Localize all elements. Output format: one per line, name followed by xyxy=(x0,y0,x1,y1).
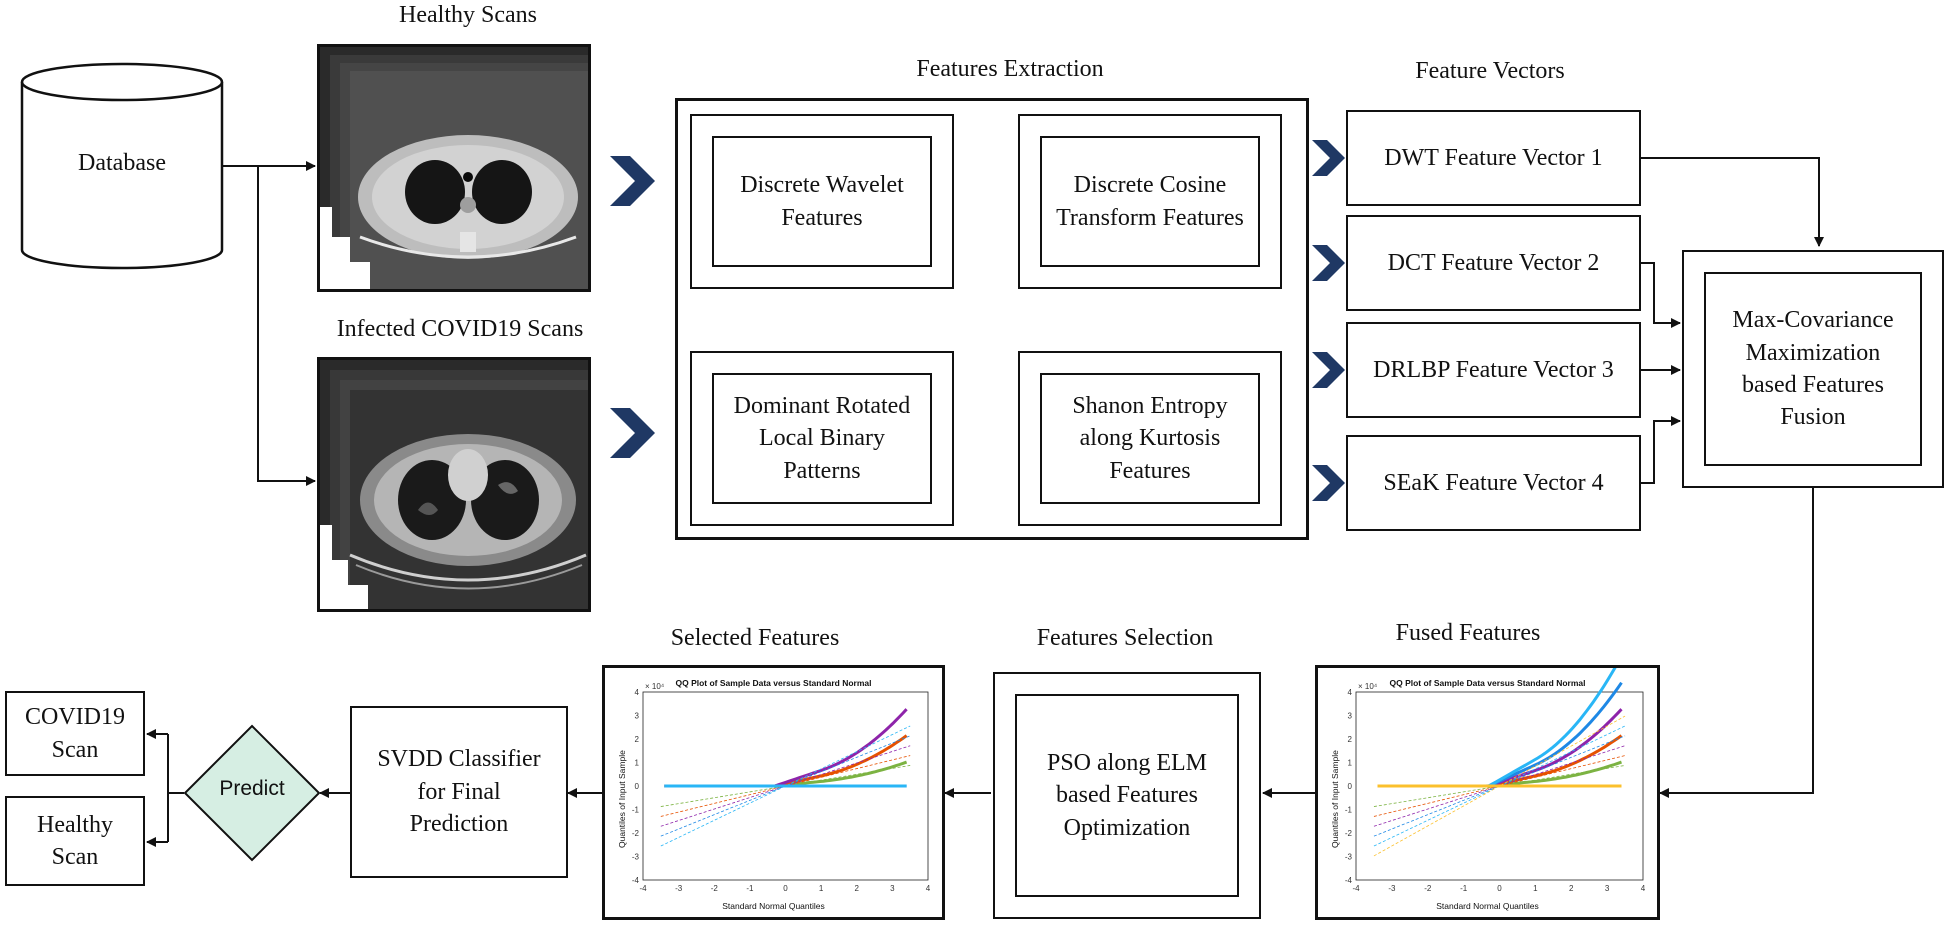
qq-plot-area: -4 -3 -2 -1 0 1 2 3 4 4 3 2 1 0 -1 -2 -3 -4 × 10⁴ xyxy=(632,682,931,893)
qq-x-tick: 1 xyxy=(819,884,824,893)
qq-reference-line xyxy=(660,725,911,847)
qq-x-tick: -3 xyxy=(675,884,683,893)
chevron-icon xyxy=(610,156,655,206)
qq-x-tick: -4 xyxy=(1352,884,1360,893)
chevron-icon xyxy=(1312,352,1345,388)
qq-y-tick: -3 xyxy=(1345,853,1353,862)
features-extraction-label: Features Extraction xyxy=(916,56,1104,82)
feature-vector-seak: SEaK Feature Vector 4 xyxy=(1346,435,1641,531)
features-selection-label: Features Selection xyxy=(1036,625,1214,651)
features-fusion-box: Max-Covariance Maximization based Featur… xyxy=(1682,250,1944,488)
predict-label: Predict xyxy=(219,777,285,800)
pso-elm-optimization-label: PSO along ELM based Features Optimizatio… xyxy=(1015,694,1239,897)
arrow-dwt-to-fusion xyxy=(1640,157,1824,247)
feature-vector-dct: DCT Feature Vector 2 xyxy=(1346,215,1641,311)
qq-x-tick: 0 xyxy=(1497,884,1502,893)
extraction-method-dwt: Discrete Wavelet Features xyxy=(690,114,954,289)
extraction-method-label: Shanon Entropy along Kurtosis Features xyxy=(1040,373,1260,504)
extraction-method-drlbp: Dominant Rotated Local Binary Patterns xyxy=(690,351,954,526)
chevron-icon xyxy=(1312,465,1345,501)
fused-features-label: Fused Features xyxy=(1395,620,1541,646)
svdd-classifier-box: SVDD Classifier for Final Prediction xyxy=(350,706,568,878)
qq-plot-area: -4 -3 -2 -1 0 1 2 3 4 4 3 2 1 0 -1 -2 -3 -4 × 10⁴ xyxy=(1345,668,1646,893)
arrow-dct-to-fusion xyxy=(1640,262,1681,328)
qq-y-tick: 2 xyxy=(635,735,640,744)
qq-plot-xlabel: Standard Normal Quantiles xyxy=(722,901,825,911)
qq-y-tick: -4 xyxy=(1345,876,1353,885)
arrow-predict-to-outputs xyxy=(167,734,184,842)
predict-diamond xyxy=(183,724,321,862)
output-covid19-scan: COVID19 Scan xyxy=(5,691,145,776)
qq-y-tick: -2 xyxy=(1345,829,1353,838)
qq-y-tick: -4 xyxy=(632,876,640,885)
qq-x-tick: 3 xyxy=(890,884,895,893)
qq-reference-line xyxy=(1373,725,1626,847)
selected-features-qq-plot: QQ Plot of Sample Data versus Standard N… xyxy=(602,665,945,920)
qq-x-tick: 1 xyxy=(1533,884,1538,893)
arrow-seak-to-fusion xyxy=(1640,416,1681,484)
qq-x-tick: -2 xyxy=(1424,884,1432,893)
fused-features-qq-plot: QQ Plot of Sample Data versus Standard N… xyxy=(1315,665,1660,920)
database-cylinder-icon xyxy=(20,62,224,270)
pso-elm-optimization-box: PSO along ELM based Features Optimizatio… xyxy=(993,672,1261,919)
qq-exponent-label: × 10⁴ xyxy=(645,682,665,691)
qq-y-tick: 3 xyxy=(1348,712,1353,721)
qq-x-tick: 2 xyxy=(855,884,860,893)
qq-x-tick: 3 xyxy=(1605,884,1610,893)
qq-y-tick: 1 xyxy=(1348,759,1353,768)
qq-y-tick: -1 xyxy=(632,806,640,815)
qq-x-tick: 4 xyxy=(1641,884,1646,893)
chevron-icon xyxy=(1312,140,1345,176)
qq-y-tick: 4 xyxy=(635,688,640,697)
infected-scans-label: Infected COVID19 Scans xyxy=(336,316,584,342)
arrow-db-to-infected xyxy=(257,166,316,486)
qq-reference-line xyxy=(1373,715,1626,857)
features-fusion-label: Max-Covariance Maximization based Featur… xyxy=(1704,272,1922,466)
infected-ct-scan-image xyxy=(317,357,591,612)
output-healthy-scan: Healthy Scan xyxy=(5,796,145,886)
extraction-method-dct: Discrete Cosine Transform Features xyxy=(1018,114,1282,289)
qq-y-tick: 0 xyxy=(635,782,640,791)
qq-y-tick: -3 xyxy=(632,853,640,862)
qq-x-tick: -3 xyxy=(1388,884,1396,893)
qq-reference-line xyxy=(660,755,911,817)
qq-y-tick: 3 xyxy=(635,712,640,721)
qq-y-tick: 0 xyxy=(1348,782,1353,791)
healthy-scans-label: Healthy Scans xyxy=(399,2,537,28)
feature-vector-dwt: DWT Feature Vector 1 xyxy=(1346,110,1641,206)
extraction-method-label: Dominant Rotated Local Binary Patterns xyxy=(712,373,932,504)
feature-vectors-label: Feature Vectors xyxy=(1415,58,1565,84)
selected-features-label: Selected Features xyxy=(670,625,840,651)
qq-plot-title: QQ Plot of Sample Data versus Standard N… xyxy=(675,678,872,688)
qq-plot-title: QQ Plot of Sample Data versus Standard N… xyxy=(1389,678,1586,688)
qq-y-tick: -2 xyxy=(632,829,640,838)
qq-y-tick: -1 xyxy=(1345,806,1353,815)
qq-reference-line xyxy=(1373,755,1626,817)
extraction-method-shanon-entropy: Shanon Entropy along Kurtosis Features xyxy=(1018,351,1282,526)
arrow-fusion-to-fused xyxy=(1659,488,1814,798)
chevron-group xyxy=(610,140,1345,501)
qq-y-tick: 4 xyxy=(1348,688,1353,697)
healthy-ct-scan-image xyxy=(317,44,591,292)
feature-vector-drlbp: DRLBP Feature Vector 3 xyxy=(1346,322,1641,418)
qq-x-tick: -1 xyxy=(746,884,754,893)
chevron-icon xyxy=(1312,245,1345,281)
extraction-method-label: Discrete Wavelet Features xyxy=(712,136,932,267)
qq-sample-series xyxy=(1377,681,1623,788)
qq-x-tick: 0 xyxy=(783,884,788,893)
qq-x-tick: 2 xyxy=(1569,884,1574,893)
qq-x-tick: -4 xyxy=(639,884,647,893)
qq-exponent-label: × 10⁴ xyxy=(1358,682,1378,691)
qq-x-tick: -2 xyxy=(711,884,719,893)
qq-y-tick: 1 xyxy=(635,759,640,768)
qq-y-tick: 2 xyxy=(1348,735,1353,744)
chevron-icon xyxy=(610,408,655,458)
qq-plot-xlabel: Standard Normal Quantiles xyxy=(1436,901,1539,911)
qq-x-tick: 4 xyxy=(926,884,931,893)
database-label: Database xyxy=(78,150,166,176)
qq-x-tick: -1 xyxy=(1460,884,1468,893)
extraction-method-label: Discrete Cosine Transform Features xyxy=(1040,136,1260,267)
